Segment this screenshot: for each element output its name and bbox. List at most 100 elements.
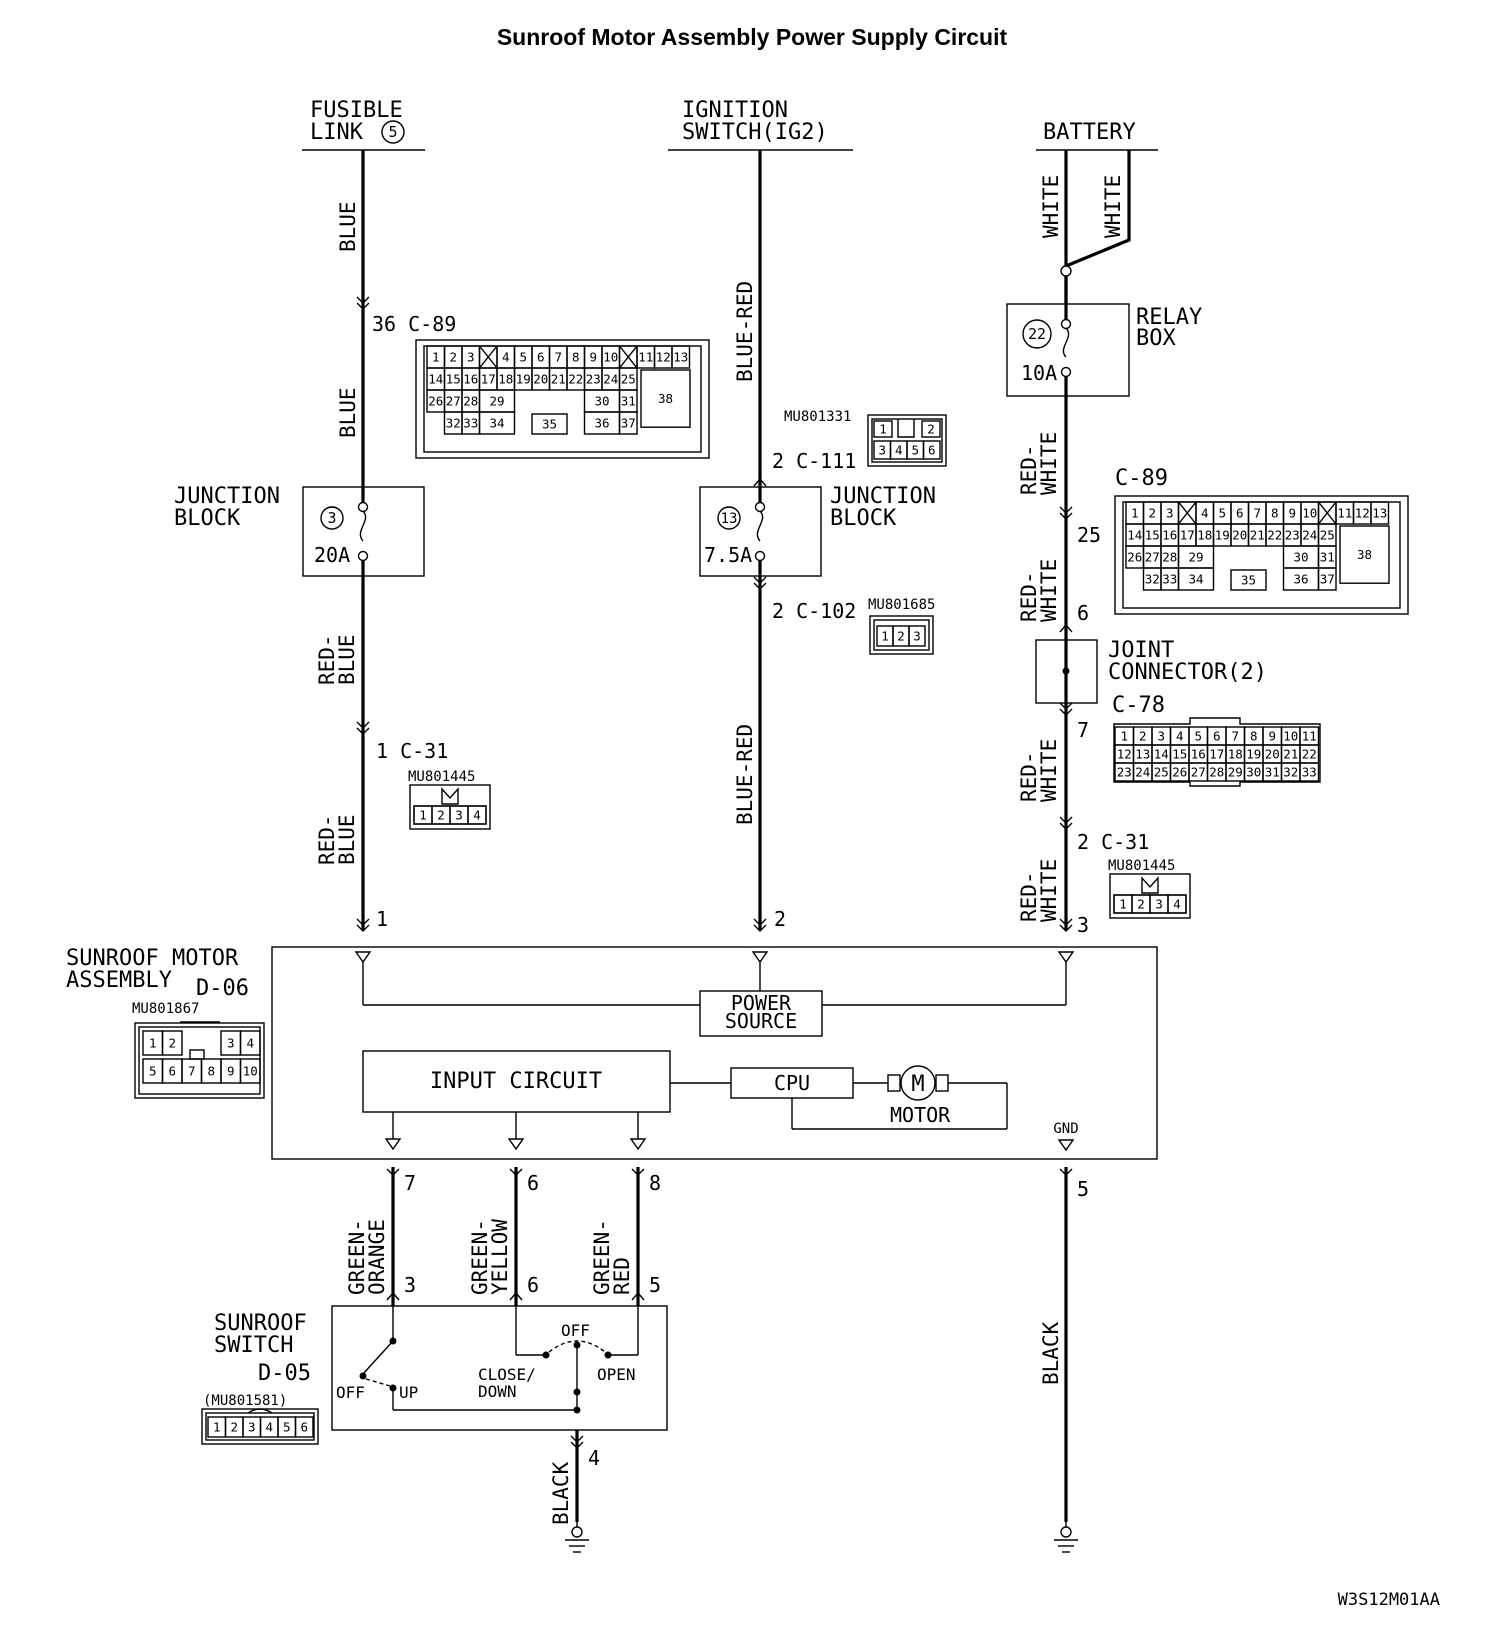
svg-text:RED-: RED- <box>1017 751 1041 802</box>
connector-pin-cell <box>1317 567 1337 591</box>
connector-pin-label: 1 <box>1119 897 1127 912</box>
connector-pin-label: 11 <box>1302 729 1317 744</box>
connector-pin-label: 6 <box>928 443 936 458</box>
connector-pin-label: 31 <box>621 394 636 409</box>
connector-pin-cell <box>618 411 638 435</box>
switch-pin-5: 5 <box>649 1273 661 1297</box>
connector-pin-label: 19 <box>1246 747 1261 762</box>
right-power-wire <box>1059 150 1131 932</box>
connector-pin-label: 29 <box>1188 550 1203 565</box>
connector-pin-label: 3 <box>1166 506 1174 521</box>
connector-pin-label: 1 <box>149 1036 157 1051</box>
connector-pin-label: 2 <box>1148 506 1156 521</box>
connector-pin-label: 2 <box>1137 897 1145 912</box>
connector-pin-label: 15 <box>1172 747 1187 762</box>
connector-pin-cell <box>1167 894 1187 914</box>
connector-pin-label: 2 <box>230 1420 238 1435</box>
connector-pin-cell <box>294 1416 314 1438</box>
connector-pin-label: 2 <box>449 350 457 365</box>
connector-pin-label: 12 <box>1117 747 1132 762</box>
connector-pin-label: 7 <box>188 1064 196 1079</box>
connector-pin-label: 5 <box>1194 729 1202 744</box>
svg-text:ASSEMBLY: ASSEMBLY <box>66 968 172 993</box>
sunroof-switch: SUNROOF SWITCH D-05 OFF UP OFF CLOSE/ DO… <box>214 1305 668 1431</box>
svg-text:OPEN: OPEN <box>597 1365 636 1384</box>
connector-pin-label: 22 <box>1302 747 1317 762</box>
wire-color-red-blue-2: RED- BLUE <box>315 814 359 865</box>
svg-text:CONNECTOR(2): CONNECTOR(2) <box>1108 660 1267 685</box>
connector-pin-label: 1 <box>213 1420 221 1435</box>
wire-color-red-blue-1: RED- BLUE <box>315 634 359 685</box>
connector-pin-label: 18 <box>1228 747 1243 762</box>
svg-text:JUNCTION: JUNCTION <box>174 484 280 509</box>
fuse-number-relay: 22 <box>1028 325 1046 343</box>
svg-text:GREEN-: GREEN- <box>345 1219 369 1295</box>
wire-color-red-white-2: RED- WHITE <box>1017 559 1061 622</box>
svg-text:FUSIBLE: FUSIBLE <box>310 98 403 123</box>
switch-pin-6: 6 <box>527 1273 539 1297</box>
motor-pin-1: 1 <box>376 907 388 931</box>
svg-text:OFF: OFF <box>561 1321 590 1340</box>
wire-color-white-1: WHITE <box>1039 175 1063 238</box>
connector-pin-label: 17 <box>481 372 496 387</box>
connector-pin-label: 16 <box>1191 747 1206 762</box>
connector-pin-label: 37 <box>1320 572 1335 587</box>
connector-pin-label: 4 <box>265 1420 273 1435</box>
svg-text:RELAY: RELAY <box>1136 305 1202 330</box>
fuse-rating-middle: 7.5A <box>704 543 752 567</box>
motor-pin-5: 5 <box>1077 1177 1089 1201</box>
svg-text:CLOSE/: CLOSE/ <box>478 1365 536 1384</box>
connector-pin-label: 18 <box>1197 528 1212 543</box>
part-number-mu801685: MU801685 <box>868 597 935 613</box>
connector-pin-label: 16 <box>463 372 478 387</box>
connector-ref-c31-right: 2 C-31 <box>1077 830 1149 854</box>
connector-pin-label: 24 <box>1302 528 1317 543</box>
connector-pin-label: 35 <box>1241 573 1256 588</box>
connector-pin-label: 14 <box>1154 747 1169 762</box>
connector-pin-label: 18 <box>498 372 513 387</box>
connector-pin-label: 9 <box>227 1064 235 1079</box>
switch-pin-3: 3 <box>404 1273 416 1297</box>
svg-text:WHITE: WHITE <box>1037 739 1061 802</box>
connector-pin-label: 4 <box>246 1036 254 1051</box>
cpu-block <box>730 1067 854 1099</box>
connector-pin-label: 15 <box>446 372 461 387</box>
svg-text:RED-: RED- <box>315 814 339 865</box>
connector-pin-label: 20 <box>1232 528 1247 543</box>
connector-pin-label: 4 <box>1201 506 1209 521</box>
svg-text:BLUE: BLUE <box>335 634 359 685</box>
svg-text:WHITE: WHITE <box>1037 559 1061 622</box>
connector-pin-label: 12 <box>1355 506 1370 521</box>
connector-pin-label: 13 <box>1372 506 1387 521</box>
connector-pin-label: 1 <box>432 350 440 365</box>
connector-pin-label: 8 <box>1250 729 1258 744</box>
connector-pin-label: 5 <box>519 350 527 365</box>
part-number-mu801445-right: MU801445 <box>1108 858 1175 874</box>
part-number-mu801445-left: MU801445 <box>408 769 475 785</box>
connector-pin-label: 25 <box>1320 528 1335 543</box>
connector-pin-label: 10 <box>1283 729 1298 744</box>
middle-power-wire <box>753 150 767 932</box>
fusible-link-source: FUSIBLE LINK 5 <box>302 98 425 151</box>
connector-pin-label: 4 <box>502 350 510 365</box>
connector-pin-label: 6 <box>300 1420 308 1435</box>
svg-text:BLUE: BLUE <box>335 814 359 865</box>
connector-pin-label: 7 <box>1253 506 1261 521</box>
connector-pin-label: 27 <box>1145 550 1160 565</box>
connector-pin-label: 28 <box>1209 765 1224 780</box>
battery-source: BATTERY <box>1036 120 1158 151</box>
joint-connector: JOINT CONNECTOR(2) <box>1035 638 1267 704</box>
connector-pin-label: 31 <box>1320 550 1335 565</box>
ground-symbol-left <box>565 1522 589 1553</box>
document-code: W3S12M01AA <box>1338 1590 1440 1610</box>
connector-ref-c89-right: C-89 <box>1115 466 1168 491</box>
svg-text:ORANGE: ORANGE <box>365 1219 389 1295</box>
connector-pin-label: 38 <box>658 391 673 406</box>
connector-pin-label: 34 <box>489 416 504 431</box>
wire-color-blue-mid: BLUE <box>336 387 360 438</box>
motor-pin-6: 6 <box>527 1171 539 1195</box>
connector-pin-label: 3 <box>455 808 463 823</box>
connector-pin-label: 19 <box>516 372 531 387</box>
